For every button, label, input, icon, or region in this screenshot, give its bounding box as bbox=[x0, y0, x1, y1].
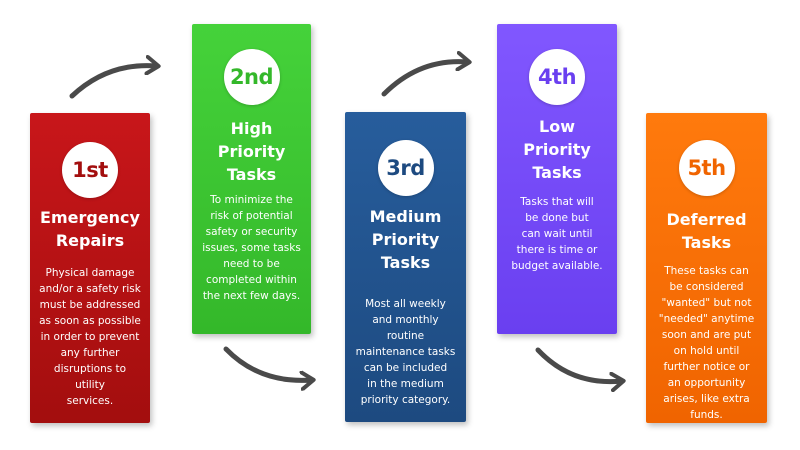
arrow-4-to-5 bbox=[535, 347, 622, 382]
step-description-3: Most all weekly and monthly routine main… bbox=[355, 298, 456, 406]
arrow-3-to-4 bbox=[381, 62, 468, 97]
step-card-5: 5th Deferred Tasks These tasks can be co… bbox=[646, 113, 767, 423]
step-description-4: Tasks that will be done but can wait unt… bbox=[511, 196, 603, 272]
step-badge-1: 1st bbox=[62, 142, 118, 198]
step-badge-5: 5th bbox=[678, 140, 735, 196]
step-title-4: Low Priority Tasks bbox=[523, 117, 591, 182]
step-badge-4: 4th bbox=[529, 49, 585, 105]
arrow-1-to-2 bbox=[69, 66, 157, 99]
step-card-4: 4th Low Priority Tasks Tasks that will b… bbox=[497, 24, 617, 334]
step-card-1: 1st Emergency Repairs Physical damage an… bbox=[30, 113, 150, 423]
step-title-1: Emergency Repairs bbox=[40, 208, 140, 250]
step-card-2: 2nd High Priority Tasks To minimize the … bbox=[192, 24, 311, 334]
step-card-3: 3rd Medium Priority Tasks Most all weekl… bbox=[345, 112, 466, 422]
step-description-2: To minimize the risk of potential safety… bbox=[202, 194, 301, 302]
arrow-2-to-3 bbox=[223, 346, 312, 380]
step-badge-2: 2nd bbox=[223, 49, 280, 105]
step-description-5: These tasks can be considered "wanted" b… bbox=[658, 265, 755, 421]
step-title-3: Medium Priority Tasks bbox=[369, 207, 442, 272]
step-description-1: Physical damage and/or a safety risk mus… bbox=[39, 267, 141, 407]
step-badge-3: 3rd bbox=[377, 140, 434, 196]
step-title-2: High Priority Tasks bbox=[217, 119, 286, 184]
step-title-5: Deferred Tasks bbox=[666, 210, 747, 252]
